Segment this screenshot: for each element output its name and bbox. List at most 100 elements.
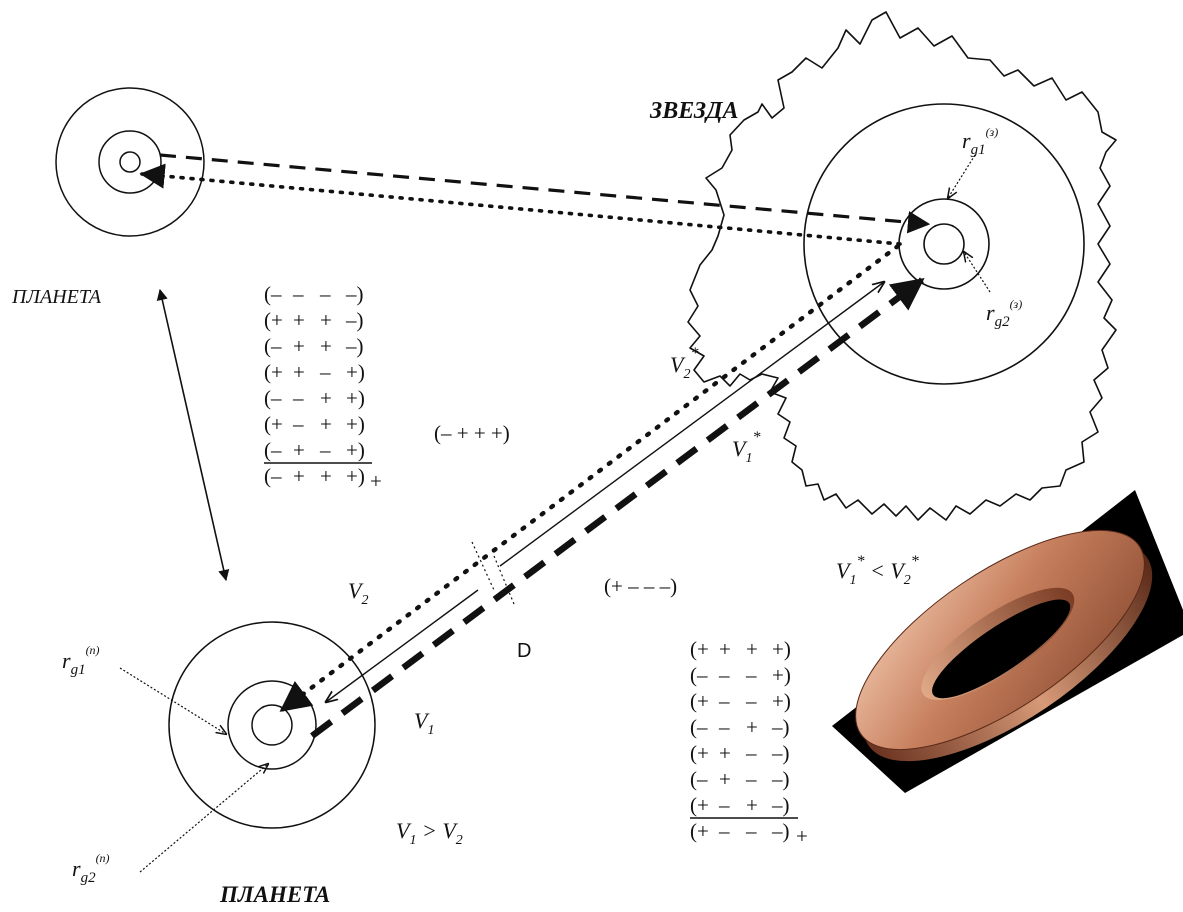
matrix-cell: (– — [264, 438, 282, 462]
matrix-cell: + — [293, 360, 305, 384]
matrix-cell: (+ — [690, 689, 709, 713]
matrix-cell: – — [292, 412, 304, 436]
torus-image — [832, 490, 1183, 793]
matrix-cell: (+ — [690, 741, 709, 765]
signature-matrix-bottom: (++++)(–––+)(+––+)(––+–)(++––)(–+––)(+–+… — [690, 637, 808, 848]
v1-label: V1 — [414, 708, 434, 738]
star-outer-circle — [803, 103, 1085, 385]
matrix-cell: + — [320, 308, 332, 332]
matrix-result-cell: – — [745, 819, 757, 843]
dotted-path-star-to-bottom-planet — [279, 243, 901, 713]
pointer-planet-rg1 — [119, 667, 226, 734]
matrix-cell: – — [745, 689, 757, 713]
matrix-cell: +) — [346, 360, 365, 384]
planet-bottom-label: ПЛАНЕТА — [219, 882, 330, 907]
matrix-result-subscript: + — [370, 469, 382, 493]
dashed-path-planet-to-star — [159, 153, 931, 234]
matrix-cell: + — [746, 637, 758, 661]
matrix-cell: + — [746, 793, 758, 817]
cross-mark-left — [471, 541, 495, 591]
matrix-cell: –) — [345, 282, 364, 306]
planet-bottom-inner-circle — [251, 704, 293, 746]
relation-planet-label: V1 > V2 — [396, 818, 463, 848]
matrix-cell: – — [718, 793, 730, 817]
matrix-cell: –) — [771, 715, 790, 739]
matrix-cell: + — [320, 334, 332, 358]
matrix-cell: – — [319, 282, 331, 306]
matrix-cell: –) — [771, 767, 790, 791]
matrix-cell: – — [292, 386, 304, 410]
matrix-cell: + — [719, 637, 731, 661]
star-rg2-label: rg2(з) — [986, 297, 1022, 330]
torus-hole — [932, 599, 1071, 699]
v2-label: V2 — [348, 578, 368, 608]
matrix-cell: – — [718, 715, 730, 739]
matrix-result-cell: + — [320, 464, 332, 488]
v2-star-label: V2* — [670, 345, 698, 382]
matrix-cell: –) — [345, 334, 364, 358]
signature-matrix-top: (––––)(+++–)(–++–)(++–+)(––++)(+–++)(–+–… — [264, 282, 382, 493]
point-d-label: D — [517, 640, 531, 662]
matrix-result-cell: + — [293, 464, 305, 488]
matrix-cell: +) — [346, 412, 365, 436]
matrix-cell: + — [293, 334, 305, 358]
matrix-cell: (+ — [690, 793, 709, 817]
planet-top-middle-circle — [98, 130, 162, 194]
matrix-cell: (– — [264, 334, 282, 358]
double-arrow-between-planets — [156, 288, 230, 582]
signature-center-bottom: (+ – – –) — [604, 574, 677, 598]
matrix-cell: + — [719, 741, 731, 765]
cross-mark-right — [493, 555, 515, 605]
matrix-cell: – — [745, 767, 757, 791]
planet-rg2-label: rg2(n) — [72, 851, 110, 886]
matrix-cell: (+ — [264, 412, 283, 436]
matrix-result-cell: +) — [346, 464, 365, 488]
signature-center-top: (– + + +) — [434, 421, 510, 445]
relation-star-label: V1* < V2* — [836, 553, 919, 588]
planet-top-outer-circle — [55, 87, 205, 237]
matrix-cell: – — [718, 689, 730, 713]
thick-dashed-path-planet-to-star — [310, 277, 925, 739]
matrix-cell: + — [293, 438, 305, 462]
matrix-result-cell: (– — [264, 464, 282, 488]
matrix-result-cell: (+ — [690, 819, 709, 843]
planet-rg1-label: rg1(n) — [62, 643, 100, 678]
star-outline — [687, 11, 1117, 521]
pointer-star-rg1 — [948, 154, 976, 198]
matrix-cell: (– — [264, 282, 282, 306]
matrix-cell: – — [319, 438, 331, 462]
matrix-cell: –) — [771, 741, 790, 765]
matrix-cell: (+ — [690, 637, 709, 661]
matrix-cell: (– — [264, 386, 282, 410]
matrix-cell: –) — [345, 308, 364, 332]
star-rg1-label: rg1(з) — [962, 125, 998, 158]
matrix-cell: (+ — [264, 360, 283, 384]
matrix-cell: (+ — [264, 308, 283, 332]
matrix-cell: +) — [772, 689, 791, 713]
matrix-cell: – — [745, 663, 757, 687]
matrix-cell: – — [292, 282, 304, 306]
matrix-cell: – — [718, 663, 730, 687]
matrix-cell: +) — [346, 438, 365, 462]
thin-path-planet-to-star — [499, 282, 884, 567]
matrix-cell: –) — [771, 793, 790, 817]
matrix-cell: (– — [690, 767, 708, 791]
matrix-cell: +) — [772, 637, 791, 661]
matrix-result-cell: – — [718, 819, 730, 843]
matrix-cell: + — [293, 308, 305, 332]
matrix-cell: +) — [772, 663, 791, 687]
pointer-planet-rg2 — [139, 764, 268, 873]
matrix-cell: + — [746, 715, 758, 739]
matrix-cell: +) — [346, 386, 365, 410]
matrix-result-subscript: + — [796, 824, 808, 848]
thin-path-to-planet — [326, 589, 479, 702]
planet-top-inner-circle — [119, 151, 141, 173]
matrix-cell: + — [320, 412, 332, 436]
planet-top-label: ПЛАНЕТА — [11, 286, 102, 308]
dotted-path-star-to-planet — [139, 163, 902, 246]
planet-bottom-outer-circle — [168, 621, 376, 829]
matrix-result-cell: –) — [771, 819, 790, 843]
star-label: ЗВЕЗДА — [649, 98, 739, 124]
matrix-cell: (– — [690, 663, 708, 687]
